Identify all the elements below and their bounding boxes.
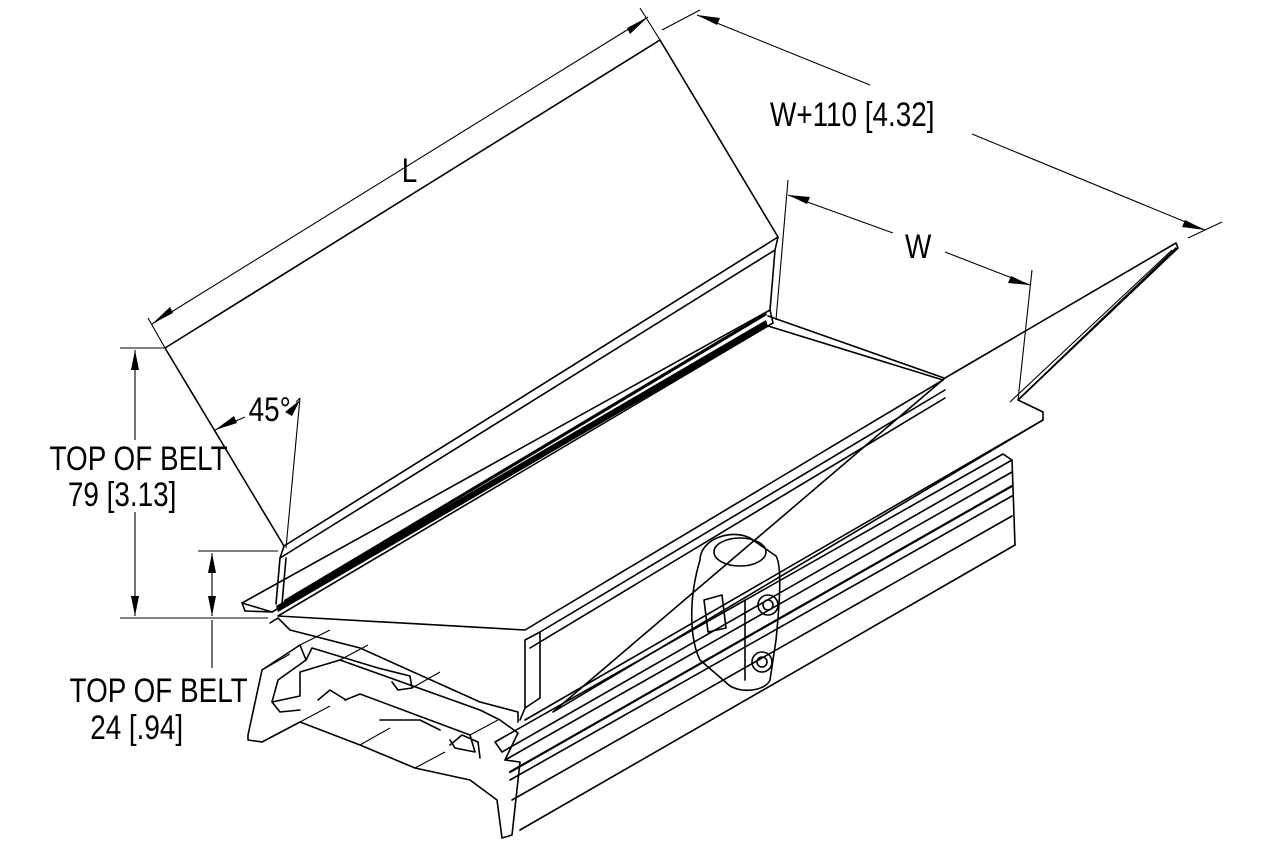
belt-edge [276, 312, 768, 612]
label-top-of-belt-low-value: 24 [.94] [90, 708, 183, 746]
dim-width [775, 179, 1033, 401]
label-width: W [905, 227, 932, 265]
label-angle: 45° [249, 390, 291, 428]
dim-overall-width [661, 9, 1223, 239]
dim-angle [214, 397, 301, 549]
dim-top-of-belt-24 [198, 550, 278, 668]
label-top-of-belt-high-value: 79 [3.13] [68, 475, 176, 513]
dim-top-of-belt-79 [120, 347, 268, 619]
clamp-bracket [690, 533, 781, 692]
left-guide-panel [164, 39, 779, 613]
conveyor-frame [247, 453, 1016, 839]
label-top-of-belt-high-title: TOP OF BELT [50, 439, 228, 477]
label-overall-width: W+110 [4.32] [770, 95, 934, 133]
label-length: L [402, 151, 418, 189]
label-top-of-belt-low-title: TOP OF BELT [70, 671, 248, 709]
dim-length [147, 7, 661, 349]
right-guide [519, 242, 1179, 721]
